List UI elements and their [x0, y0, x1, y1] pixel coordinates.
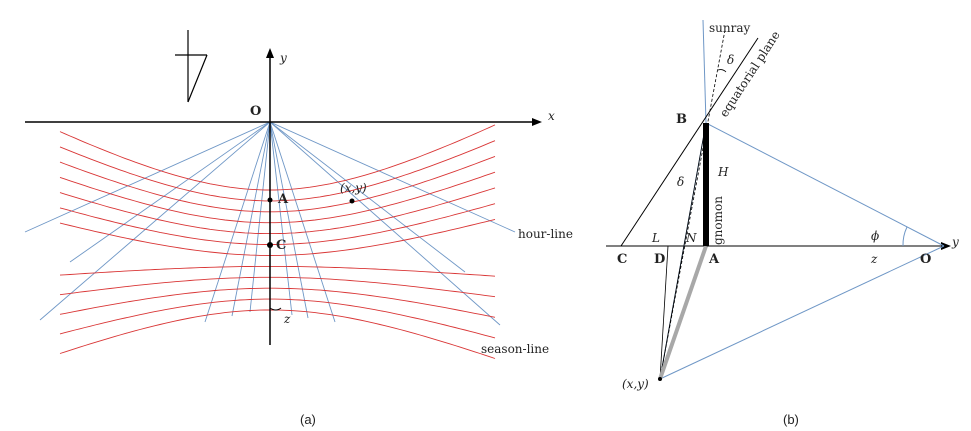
season-line-10 [59, 287, 496, 318]
label-h: H [717, 165, 729, 179]
label-sunray: sunray [709, 21, 751, 35]
hour-line-2 [69, 121, 271, 263]
hour-line-12 [269, 121, 466, 273]
point-c-dot [267, 242, 273, 248]
hour-line-1 [24, 121, 271, 233]
label-hour-line: hour-line [518, 227, 573, 241]
hour-line-11 [269, 121, 516, 233]
label-point-c: C [276, 238, 286, 253]
x-axis-arrow [532, 118, 542, 126]
caption-a: (a) [300, 412, 316, 427]
shadow-line [658, 245, 708, 380]
point-xy-b-dot [658, 377, 662, 381]
season-line-4 [59, 171, 496, 224]
y-axis-b-arrow [941, 242, 951, 250]
panel-a: O x y A C (x,y) z hour-line season-line … [24, 30, 573, 427]
label-gnomon: gnomon [711, 196, 725, 245]
label-point-d: D [654, 252, 665, 267]
delta-top-arc [717, 69, 727, 73]
label-z-a: z [283, 312, 291, 326]
season-line-7 [59, 218, 496, 256]
season-line-12 [59, 309, 496, 359]
label-l: L [651, 231, 660, 245]
label-point-a: A [277, 192, 289, 207]
season-line-9 [59, 276, 496, 298]
caption-b: (b) [783, 412, 799, 427]
hour-line-9 [269, 121, 336, 323]
season-line-6 [59, 203, 496, 245]
label-z-b: z [870, 252, 878, 266]
season-line-11 [59, 298, 496, 339]
label-delta-mid: δ [677, 175, 684, 189]
hour-lines [24, 121, 516, 326]
z-marker [269, 307, 282, 311]
hour-line-10 [269, 121, 501, 326]
season-line-3 [59, 155, 496, 213]
label-point-o: O [920, 252, 931, 267]
label-y-axis-a: y [279, 51, 287, 65]
season-line-8 [59, 265, 496, 277]
label-origin-a: O [250, 104, 261, 119]
hour-line-8 [269, 121, 309, 319]
season-line-1 [59, 124, 496, 191]
hour-line-3 [39, 121, 271, 321]
label-x-axis-a: x [548, 109, 555, 123]
point-a-dot [267, 197, 273, 203]
hour-line-4 [204, 121, 271, 323]
equatorial-plane-line [620, 37, 759, 247]
hour-line-6 [249, 121, 271, 313]
construction-lines [659, 19, 945, 380]
label-point-b: B [676, 112, 687, 127]
season-line-5 [59, 187, 496, 235]
phi-angle-arc [902, 226, 908, 247]
y-axis-arrow [266, 48, 274, 58]
panel-b: sunray equatorial plane δ δ B H gnomon C… [606, 19, 959, 427]
label-equatorial-plane: equatorial plane [717, 28, 783, 119]
label-y-axis-b: y [951, 235, 959, 249]
hour-line-5 [231, 121, 271, 317]
gnomon-sketch-icon [175, 30, 208, 103]
point-xy-dot [349, 198, 355, 204]
label-delta-top: δ [727, 53, 734, 67]
label-point-xy-a: (x,y) [340, 181, 367, 195]
season-lines [59, 124, 496, 359]
d-to-xy-line [659, 245, 669, 380]
label-season-line: season-line [481, 342, 549, 356]
label-point-c-b: C [617, 252, 627, 267]
label-point-xy-b: (x,y) [622, 377, 649, 391]
season-line-2 [59, 140, 496, 202]
label-n: N [685, 231, 697, 245]
b-to-xy-line [659, 122, 707, 380]
label-point-a-b: A [708, 252, 720, 267]
hour-line-7 [269, 121, 293, 316]
label-phi: ϕ [871, 229, 879, 243]
